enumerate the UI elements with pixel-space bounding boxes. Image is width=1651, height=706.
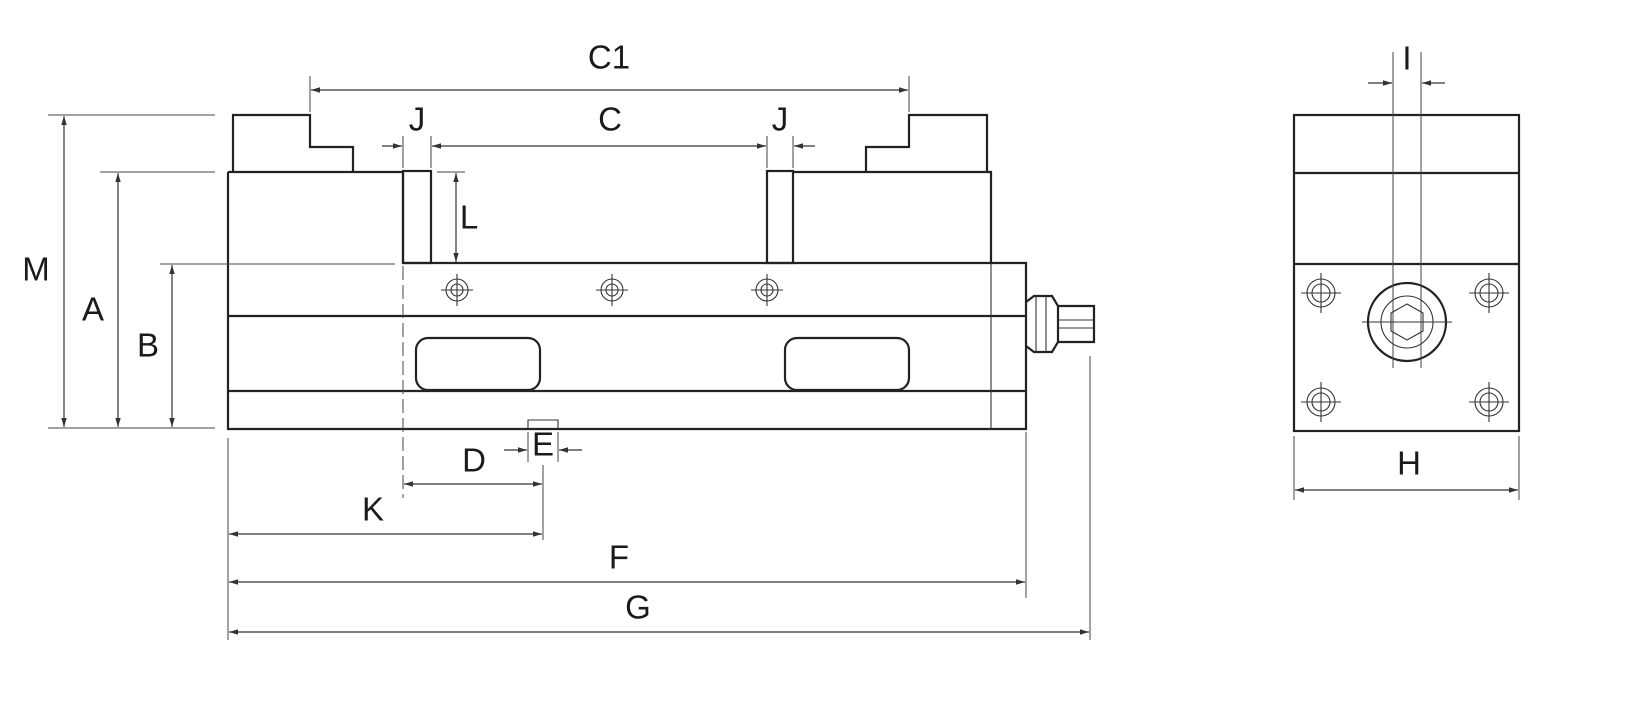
right-jaw-top — [864, 113, 989, 172]
label-a: A — [82, 291, 104, 328]
label-c: C — [598, 101, 622, 138]
vise-body — [226, 172, 1028, 431]
label-j-right: J — [772, 101, 789, 138]
bolt-hole-3 — [751, 274, 783, 306]
left-jaw-block — [228, 170, 405, 263]
body-slot-right — [783, 336, 911, 392]
label-c1: C1 — [588, 39, 630, 76]
label-h: H — [1397, 445, 1421, 482]
right-jaw-block — [793, 170, 993, 263]
side-body — [1292, 113, 1521, 433]
left-jaw-top — [231, 113, 355, 172]
key-notch — [527, 419, 559, 429]
dimension-labels: C1 C J J L M A B D E K F G I H — [22, 39, 1421, 626]
screw-boss — [1362, 281, 1452, 363]
side-hole-1 — [1301, 273, 1341, 313]
side-hole-3 — [1301, 382, 1341, 422]
side-hole-2 — [1469, 273, 1509, 313]
label-f: F — [609, 539, 629, 576]
label-g: G — [625, 589, 651, 626]
label-b: B — [137, 327, 159, 364]
bolt-hole-1 — [441, 274, 473, 306]
label-l: L — [460, 199, 478, 236]
label-e: E — [532, 426, 554, 463]
body-slot-left — [414, 336, 542, 392]
label-k: K — [362, 491, 384, 528]
side-view — [1292, 52, 1521, 500]
bolt-hole-2 — [596, 274, 628, 306]
label-m: M — [22, 251, 50, 288]
label-j-left: J — [409, 101, 426, 138]
side-hole-4 — [1469, 382, 1509, 422]
screw-end — [1025, 294, 1096, 354]
label-i: I — [1402, 40, 1411, 77]
front-view — [48, 76, 1096, 640]
right-jaw-plate — [765, 169, 795, 265]
left-jaw-plate — [401, 169, 433, 265]
label-d: D — [462, 442, 486, 479]
